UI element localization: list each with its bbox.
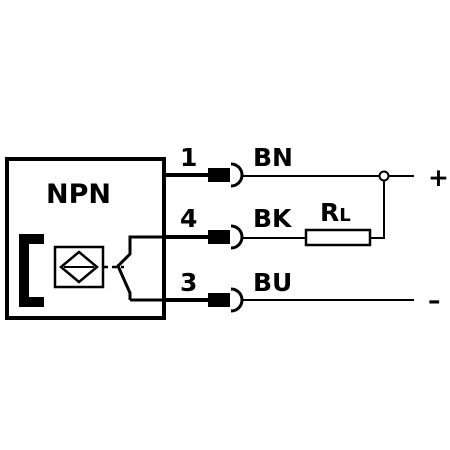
load-resistor-icon — [304, 228, 372, 247]
connector-socket-1 — [230, 162, 244, 188]
coil-diamond-icon — [59, 250, 99, 284]
supply-negative: – — [428, 286, 441, 315]
pin-number-1: 1 — [180, 143, 197, 172]
connector-socket-3 — [230, 287, 244, 313]
pin-stub-4 — [166, 235, 213, 239]
pin-stub-1 — [166, 173, 213, 177]
sensing-face-icon — [19, 234, 44, 307]
pin-number-3: 3 — [180, 268, 197, 297]
wire-color-bn: BN — [253, 143, 293, 172]
connector-pin-4 — [208, 230, 230, 244]
pin-stub-3 — [166, 298, 213, 302]
load-resistor-symbol: R — [320, 198, 339, 227]
pin-number-4: 4 — [180, 204, 197, 233]
wire-load-return — [370, 181, 385, 239]
junction-node — [378, 170, 390, 182]
load-resistor-subscript: L — [339, 205, 350, 226]
wire-color-bu: BU — [253, 268, 292, 297]
connector-socket-4 — [230, 224, 244, 250]
sensor-type-label: NPN — [46, 179, 111, 210]
supply-positive: + — [428, 163, 449, 192]
load-resistor-label: RL — [320, 198, 351, 227]
switch-contact-icon — [116, 245, 132, 300]
wire-color-bk: BK — [253, 204, 293, 233]
connector-pin-1 — [208, 168, 230, 182]
connector-pin-3 — [208, 293, 230, 307]
